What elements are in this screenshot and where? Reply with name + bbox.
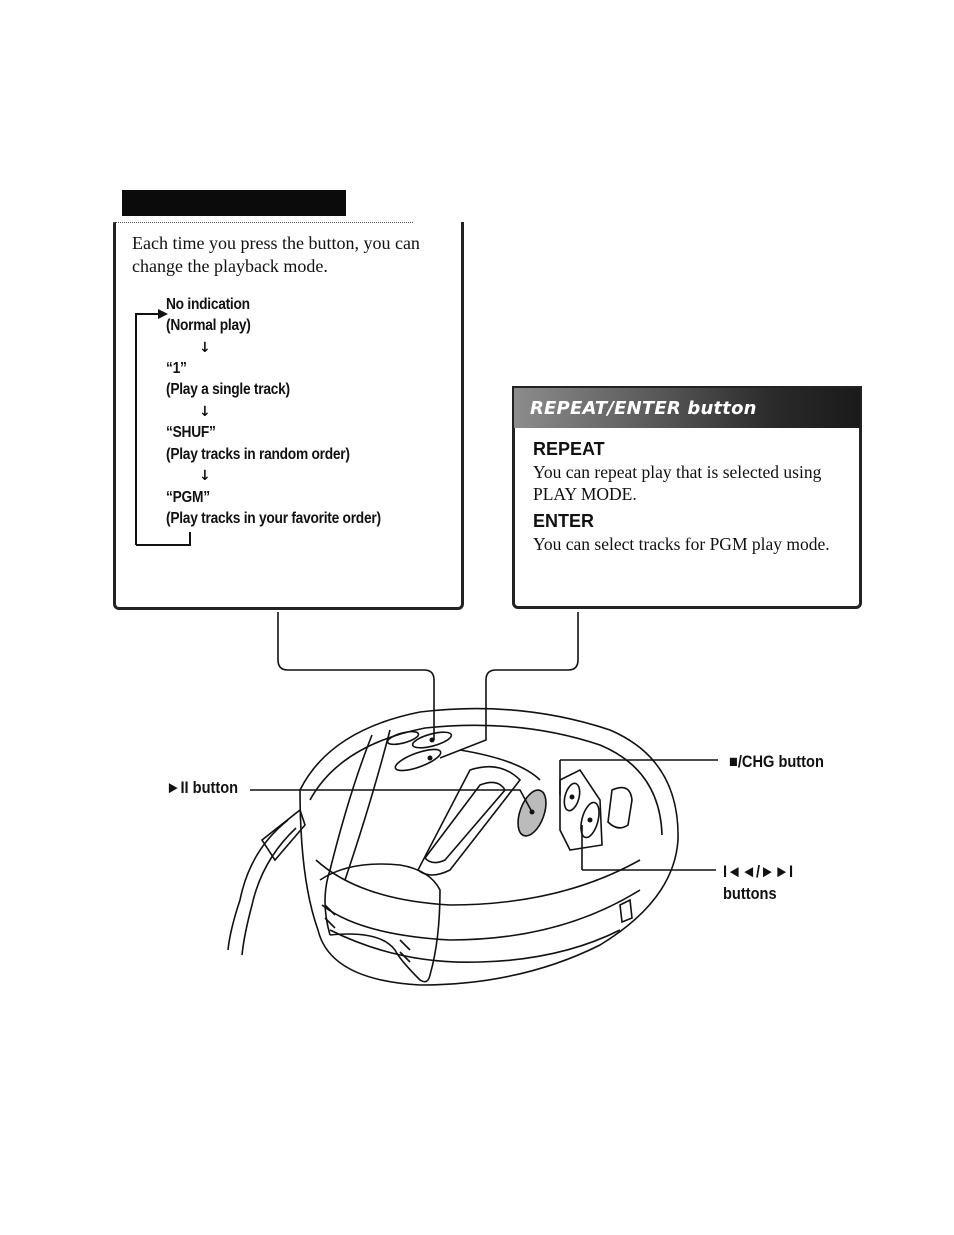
mode-1-desc: (Normal play) (166, 317, 251, 334)
play-pause-leader-line (250, 789, 533, 813)
loop-arrow-icon (135, 309, 191, 546)
repeat-enter-title-bar: REPEAT/ENTER button (514, 388, 860, 428)
mode-4-name: “PGM” (166, 489, 210, 506)
enter-heading: ENTER (533, 511, 595, 531)
play-mode-header-bar (122, 190, 346, 216)
mode-2-desc: (Play a single track) (166, 381, 290, 398)
arrow-down-icon: ↓ (199, 404, 211, 420)
mode-1-name: No indication (166, 296, 250, 313)
arrow-down-icon: ↓ (199, 468, 211, 484)
play-mode-leader-line (277, 612, 435, 740)
mode-2-name: “1” (166, 360, 187, 377)
arrow-down-icon: ↓ (199, 340, 211, 356)
play-pause-button-label: ►II button (166, 778, 239, 797)
skip-buttons-label-line1: I◄◄/►►I (723, 862, 794, 881)
repeat-text: You can repeat play that is selected usi… (533, 462, 822, 504)
mode-4-desc: (Play tracks in your favorite order) (166, 510, 381, 527)
repeat-enter-leader-line (439, 612, 579, 759)
play-mode-intro: Each time you press the button, you can … (132, 233, 420, 276)
enter-text: You can select tracks for PGM play mode. (533, 534, 830, 554)
mode-3-name: “SHUF” (166, 424, 216, 441)
repeat-heading: REPEAT (533, 439, 605, 459)
repeat-enter-box (512, 386, 862, 609)
mode-3-desc: (Play tracks in random order) (166, 446, 350, 463)
repeat-enter-title: REPEAT/ENTER button (530, 398, 757, 419)
play-mode-box (113, 222, 464, 610)
stop-chg-button-label: ■/CHG button (729, 752, 824, 771)
skip-buttons-label-line2: buttons (723, 884, 777, 903)
